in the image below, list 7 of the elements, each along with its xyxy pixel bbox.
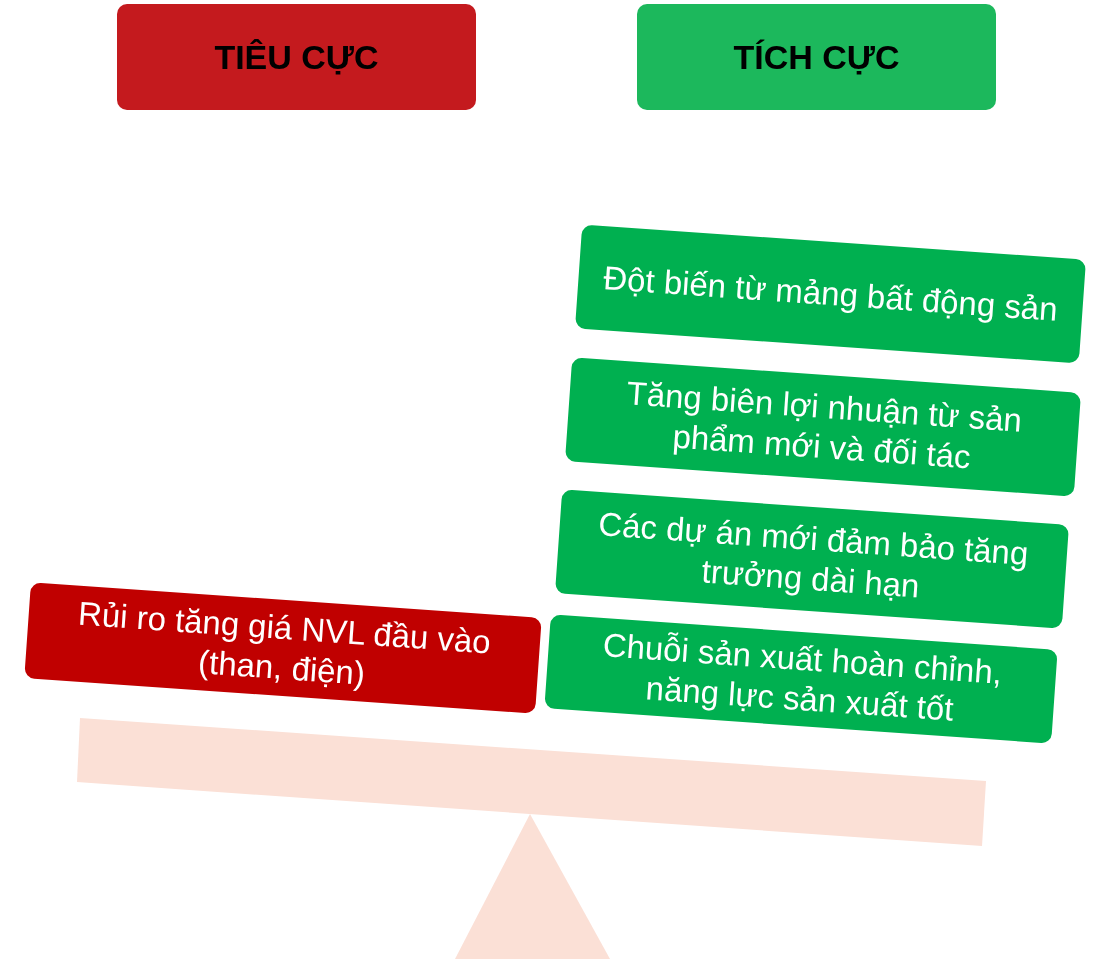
factor-box: Đột biến từ mảng bất động sản: [575, 224, 1086, 364]
category-header: TÍCH CỰC: [637, 4, 996, 110]
factor-box: Rủi ro tăng giá NVL đầu vào (than, điện): [24, 582, 542, 714]
factor-box: Tăng biên lợi nhuận từ sản phẩm mới và đối tác: [565, 357, 1081, 497]
factor-box: Các dự án mới đảm bảo tăng trưởng dài hạn: [555, 489, 1069, 629]
category-header: TIÊU CỰC: [117, 4, 476, 110]
factor-box: Chuỗi sản xuất hoàn chỉnh, năng lực sản xuất tốt: [544, 614, 1058, 744]
